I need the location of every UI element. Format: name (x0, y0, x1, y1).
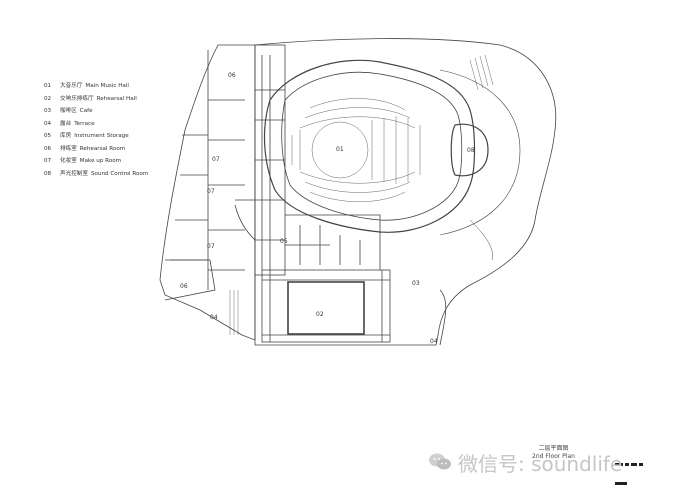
room-label-05: 05 (280, 238, 288, 245)
terrace-outline (439, 289, 447, 346)
watermark: 微信号: soundlife (428, 450, 623, 476)
plan-caption: 二层平面图 2nd Floor Plan (532, 445, 575, 461)
room-label-02: 02 (316, 311, 324, 318)
caption-en: 2nd Floor Plan (532, 453, 575, 460)
room-label-03: 03 (412, 280, 420, 287)
room-label-04-east: 04 (430, 338, 438, 345)
control-pod (450, 123, 489, 177)
main-hall-shell (263, 59, 476, 233)
room-label-01: 01 (336, 146, 344, 153)
room-label-06-top: 06 (228, 72, 236, 79)
room-label-04-west: 04 (210, 314, 218, 321)
stage-area (311, 121, 369, 179)
room-label-07-b: 07 (207, 188, 215, 195)
site-boundary (254, 38, 557, 346)
caption-cn: 二层平面图 (538, 445, 569, 452)
room-label-07-a: 07 (212, 156, 220, 163)
watermark-text: 微信号: soundlife (458, 451, 623, 476)
west-wing (159, 44, 256, 341)
rehearsal-hall (261, 269, 391, 343)
scale-bar (615, 451, 657, 485)
room-label-07-c: 07 (207, 243, 215, 250)
room-label-06-bottom: 06 (180, 283, 188, 290)
room-label-08: 08 (467, 147, 475, 154)
wechat-icon (429, 453, 451, 470)
